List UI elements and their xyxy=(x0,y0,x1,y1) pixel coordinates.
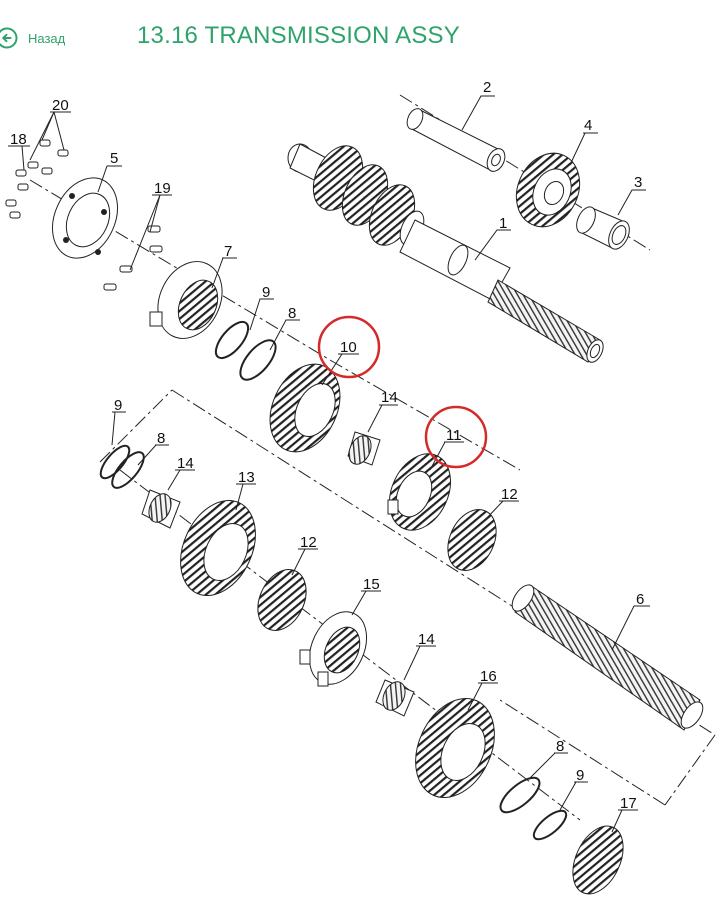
part-12-gear-upper xyxy=(447,509,497,571)
callout-18: 18 xyxy=(10,131,27,148)
callout-9-upper: 9 xyxy=(262,284,270,301)
callout-2: 2 xyxy=(483,79,491,96)
part-20-pins xyxy=(27,139,69,175)
part-14-bearing-lower xyxy=(375,679,415,717)
part-8-washer-left xyxy=(111,451,145,489)
callout-8-left: 8 xyxy=(157,430,165,447)
part-8-washer-lower xyxy=(499,776,541,814)
callout-14-upper: 14 xyxy=(381,389,398,406)
part-6-countershaft xyxy=(511,584,704,731)
callout-4: 4 xyxy=(584,117,592,134)
callout-labels: 2 4 3 1 5 7 9 8 10 11 14 12 9 8 14 13 12… xyxy=(10,79,644,812)
callout-14-lower: 14 xyxy=(418,631,435,648)
part-3-bushing xyxy=(576,206,630,250)
app-header: Назад 13.16 TRANSMISSION ASSY xyxy=(0,0,720,76)
part-13-gear xyxy=(180,499,256,597)
callout-13: 13 xyxy=(238,469,255,486)
callout-12-upper: 12 xyxy=(501,486,518,503)
callout-9-left: 9 xyxy=(114,397,122,414)
part-7-plate xyxy=(149,261,223,339)
callout-11: 11 xyxy=(446,427,462,444)
callout-underlines xyxy=(8,95,648,811)
part-19-bolts xyxy=(103,225,163,291)
callout-6: 6 xyxy=(636,591,644,608)
part-10-gear xyxy=(269,363,341,453)
callout-1: 1 xyxy=(499,215,507,232)
part-9-circlip-left xyxy=(99,444,131,480)
part-14-bearing-left xyxy=(141,489,181,529)
callout-10: 10 xyxy=(340,339,357,356)
part-1-main-shaft xyxy=(287,143,604,363)
transmission-drawing: 2 4 3 1 5 7 9 8 10 11 14 12 9 8 14 13 12… xyxy=(5,79,716,895)
highlight-circle-11 xyxy=(424,405,488,469)
part-15-gear xyxy=(299,611,368,687)
callout-16: 16 xyxy=(480,668,497,685)
part-17-gear xyxy=(572,825,624,895)
part-9-circlip-upper xyxy=(214,320,250,360)
back-button[interactable]: Назад xyxy=(0,22,65,54)
part-4-gear xyxy=(515,152,581,228)
callout-8-lower: 8 xyxy=(556,738,564,755)
part-2-sleeve xyxy=(406,108,506,172)
arrow-left-circle-icon xyxy=(0,27,18,49)
callout-5: 5 xyxy=(110,150,118,167)
callout-9-lower: 9 xyxy=(576,767,584,784)
callout-20: 20 xyxy=(52,97,69,114)
part-14-bearing-upper xyxy=(347,431,381,466)
highlight-circle-10 xyxy=(317,315,381,379)
callout-19: 19 xyxy=(154,180,171,197)
exploded-parts-diagram: 2 4 3 1 5 7 9 8 10 11 14 12 9 8 14 13 12… xyxy=(0,76,720,911)
callout-17: 17 xyxy=(620,795,637,812)
callout-12-middle: 12 xyxy=(300,534,317,551)
part-11-gear xyxy=(387,453,451,531)
callout-3: 3 xyxy=(634,174,642,191)
back-label: Назад xyxy=(28,30,66,46)
part-18-screws xyxy=(5,169,29,219)
callout-14-left: 14 xyxy=(177,455,194,472)
part-8-washer-upper xyxy=(239,339,277,381)
callout-8-upper: 8 xyxy=(288,305,296,322)
page-title: 13.16 TRANSMISSION ASSY xyxy=(137,22,460,49)
callout-15: 15 xyxy=(363,576,380,593)
part-12-gear-middle xyxy=(257,569,307,631)
highlight-markers xyxy=(317,315,488,469)
callout-7: 7 xyxy=(224,243,232,260)
part-9-circlip-lower xyxy=(532,809,568,841)
part-16-gear xyxy=(415,697,495,799)
part-5-flange xyxy=(52,177,118,259)
